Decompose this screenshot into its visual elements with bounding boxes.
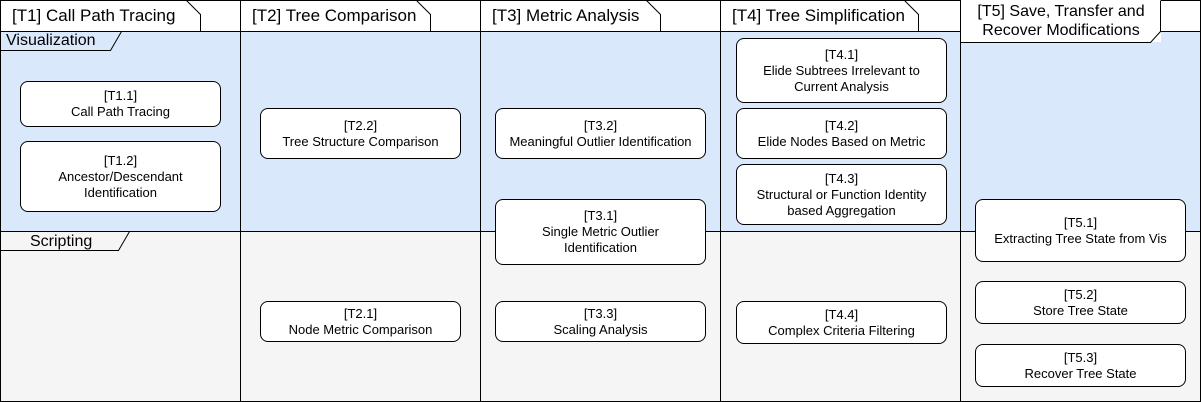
task-box-t5-1: [T5.1] Extracting Tree State from Vis [975, 199, 1186, 262]
column-title-t2: [T2] Tree Comparison [252, 5, 417, 25]
task-title-line: Structural or Function Identity [756, 186, 927, 202]
task-code: [T3.3] [583, 305, 618, 321]
task-code: [T5.2] [1063, 286, 1098, 302]
task-code: [T2.2] [343, 117, 378, 133]
task-code: [T1.2] [103, 152, 138, 168]
column-divider-4 [960, 0, 961, 402]
task-title-line: Meaningful Outlier Identification [509, 133, 692, 149]
task-title-line: Complex Criteria Filtering [768, 322, 915, 338]
column-title-t1: [T1] Call Path Tracing [12, 5, 176, 25]
task-title-line: Current Analysis [794, 78, 889, 94]
task-code: [T4.2] [824, 117, 859, 133]
column-divider-3 [720, 0, 721, 402]
task-box-t5-3: [T5.3] Recover Tree State [975, 344, 1186, 387]
column-divider-1 [240, 0, 241, 402]
task-title-line: Extracting Tree State from Vis [994, 230, 1167, 246]
task-title-line: Identification [564, 240, 637, 255]
column-title-t5: [T5] Save, Transfer and Recover Modifica… [961, 0, 1161, 42]
task-title-line: Elide Subtrees Irrelevant to [763, 62, 920, 78]
task-box-t3-2: [T3.2] Meaningful Outlier Identification [495, 108, 706, 159]
task-title-line: based Aggregation [787, 202, 896, 218]
column-title-t5-line2: Recover Modifications [982, 22, 1140, 39]
task-code: [T4.4] [824, 306, 859, 322]
task-box-t3-1: [T3.1] Single Metric Outlier Identificat… [495, 199, 706, 265]
task-title-line: Recover Tree State [1024, 365, 1137, 381]
task-title-line: Ancestor/Descendant [58, 168, 183, 184]
task-box-t1-2: [T1.2] Ancestor/Descendant Identificatio… [20, 141, 221, 212]
task-title-line: Store Tree State [1033, 302, 1128, 318]
task-box-t4-4: [T4.4] Complex Criteria Filtering [736, 301, 947, 344]
left-border [0, 0, 1, 402]
task-code: [T4.3] [824, 170, 859, 186]
task-title-line: Call Path Tracing [71, 104, 170, 119]
task-code: [T3.1] [583, 208, 618, 223]
column-title-t3: [T3] Metric Analysis [492, 5, 640, 25]
column-divider-2 [480, 0, 481, 402]
task-code: [T5.3] [1063, 349, 1098, 365]
column-title-t5-line1: [T5] Save, Transfer and [977, 3, 1145, 20]
task-code: [T3.2] [583, 117, 618, 133]
column-title-t4: [T4] Tree Simplification [732, 5, 905, 25]
task-box-t4-2: [T4.2] Elide Nodes Based on Metric [736, 108, 947, 159]
lane-label-scripting: Scripting [30, 233, 93, 250]
task-code: [T2.1] [343, 305, 378, 321]
task-box-t1-1: [T1.1] Call Path Tracing [20, 81, 221, 127]
task-box-t2-2: [T2.2] Tree Structure Comparison [260, 108, 461, 159]
task-title-line: Scaling Analysis [553, 321, 648, 337]
task-title-line: Single Metric Outlier [541, 224, 660, 239]
lane-label-visualization: Visualization [6, 32, 96, 49]
task-code: [T1.1] [103, 88, 138, 103]
task-box-t3-3: [T3.3] Scaling Analysis [495, 301, 706, 342]
task-title-line: Elide Nodes Based on Metric [757, 133, 926, 149]
task-title-line: Node Metric Comparison [288, 321, 433, 337]
task-code: [T4.1] [824, 46, 859, 62]
task-title-line: Identification [84, 184, 157, 200]
task-box-t4-3: [T4.3] Structural or Function Identity b… [736, 164, 947, 225]
task-box-t4-1: [T4.1] Elide Subtrees Irrelevant to Curr… [736, 38, 947, 103]
task-title-line: Tree Structure Comparison [282, 133, 439, 149]
task-box-t2-1: [T2.1] Node Metric Comparison [260, 301, 461, 342]
task-box-t5-2: [T5.2] Store Tree State [975, 281, 1186, 324]
task-code: [T5.1] [1063, 214, 1098, 230]
